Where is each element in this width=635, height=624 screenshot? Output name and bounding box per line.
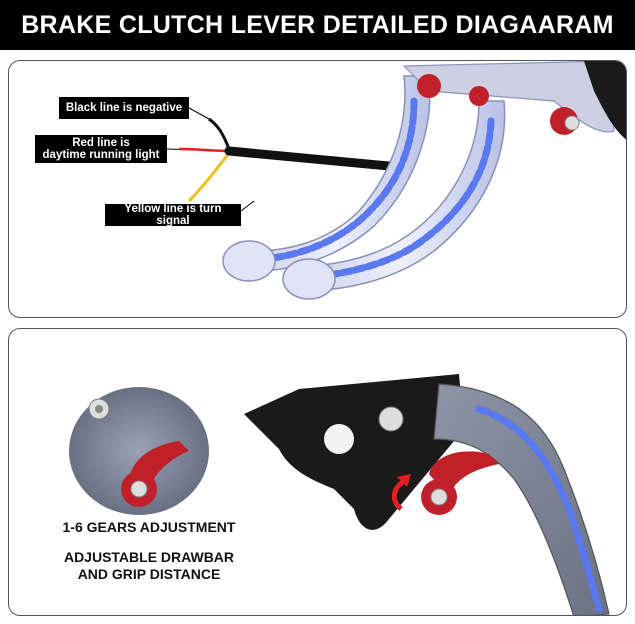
adjustment-panel: 1-6 GEARS ADJUSTMENT ADJUSTABLE DRAWBAR … <box>8 328 627 616</box>
zoom-detail <box>69 387 209 515</box>
drawbar-caption-line2: AND GRIP DISTANCE <box>77 566 221 582</box>
lever-mount-black <box>244 374 464 530</box>
red-wire-label: Red line is daytime running light <box>35 135 167 163</box>
wiring-panel: Black line is negative Red line is dayti… <box>8 60 627 318</box>
drawbar-caption-line1: ADJUSTABLE DRAWBAR <box>63 549 235 565</box>
wire-bundle <box>178 117 394 203</box>
lever-mount <box>402 61 626 140</box>
lever-right <box>282 100 506 300</box>
gears-adjustment-caption: 1-6 GEARS ADJUSTMENT <box>62 519 236 535</box>
lever-left <box>222 75 431 282</box>
yellow-wire-label: Yellow line is turn signal <box>105 203 241 227</box>
black-wire-label: Black line is negative <box>59 97 189 119</box>
lever-illustration-bottom <box>69 374 610 615</box>
lever-smoke <box>391 383 610 615</box>
page-title: BRAKE CLUTCH LEVER DETAILED DIAGAARAM <box>0 0 635 50</box>
red-wire-label-line2: daytime running light <box>42 149 160 161</box>
lever-illustration-top <box>166 61 626 300</box>
red-wire-label-line1: Red line is <box>72 137 130 149</box>
drawbar-caption: ADJUSTABLE DRAWBAR AND GRIP DISTANCE <box>49 549 249 583</box>
